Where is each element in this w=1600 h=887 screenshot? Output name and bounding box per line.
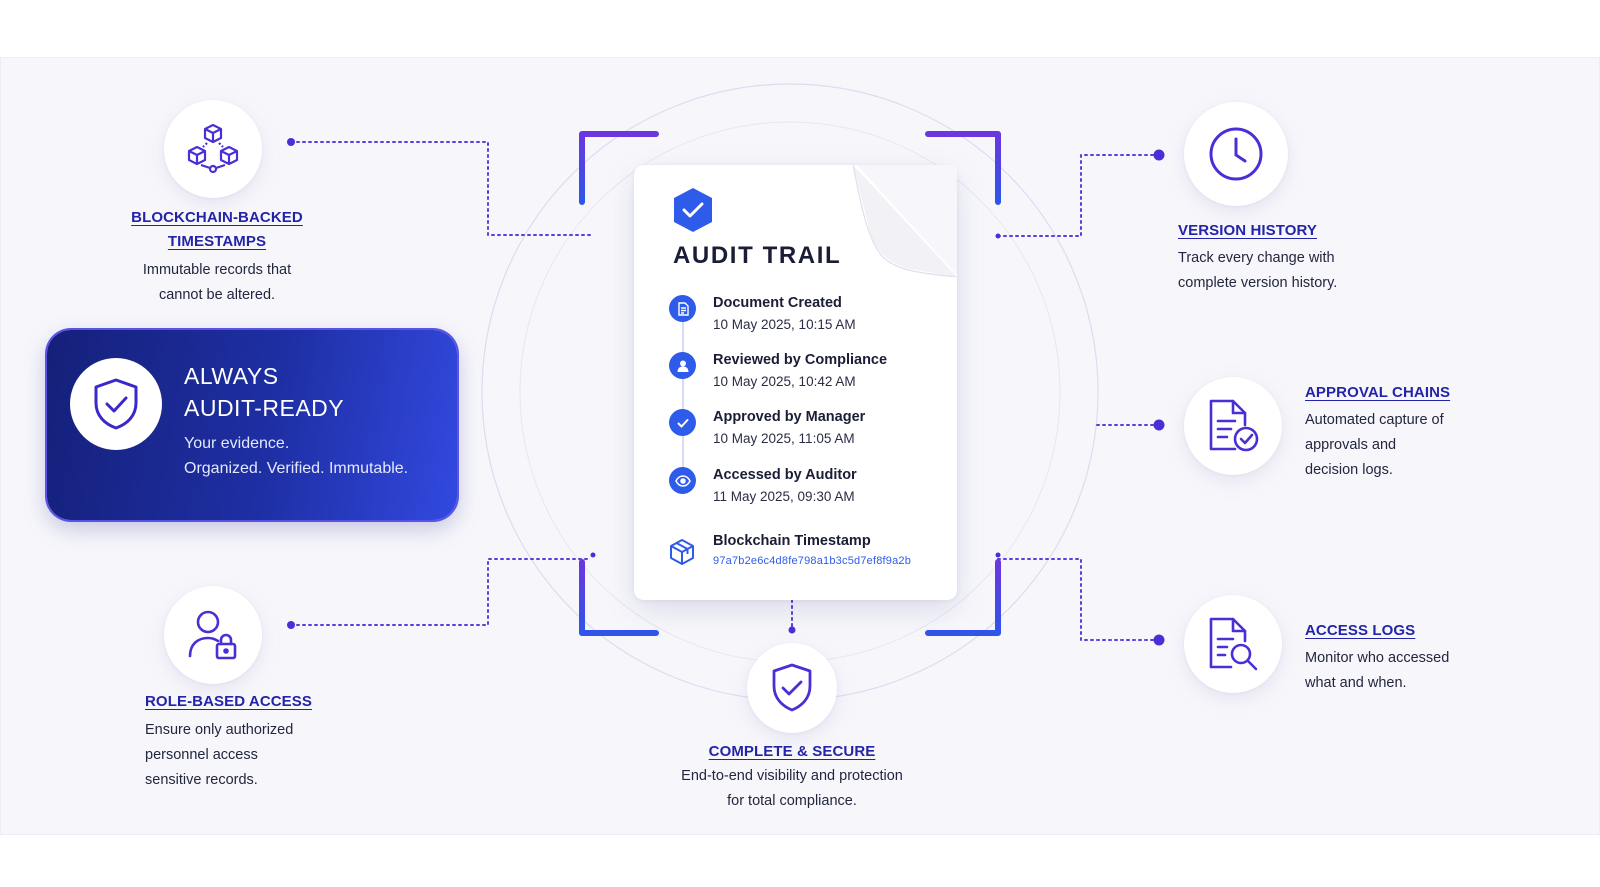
- feature-access: ACCESS LOGS Monitor who accessed what an…: [1305, 619, 1545, 696]
- feature-approval-desc-2: approvals and: [1305, 437, 1397, 453]
- feature-approval-desc-3: decision logs.: [1305, 462, 1393, 478]
- entry-3-date: 10 May 2025, 11:05 AM: [713, 431, 855, 446]
- feature-access-title[interactable]: ACCESS LOGS: [1305, 622, 1416, 639]
- clock-icon: [1209, 127, 1263, 181]
- entry-4-date: 11 May 2025, 09:30 AM: [713, 489, 855, 504]
- feature-role-desc-2: personnel access: [145, 747, 258, 763]
- cube-icon: [670, 539, 694, 565]
- feature-version-title[interactable]: VERSION HISTORY: [1178, 222, 1318, 239]
- shield-check-icon: [772, 663, 812, 712]
- feature-role: ROLE-BASED ACCESS Ensure only authorized…: [145, 690, 365, 793]
- eye-icon: [669, 467, 696, 494]
- blockchain-hash[interactable]: 97a7b2e6c4d8fe798a1b3c5d7ef8f9a2b: [713, 555, 912, 567]
- banner-subtitle-line-1: Your evidence.: [184, 435, 290, 452]
- blockchain-icon-circle: [164, 100, 262, 198]
- banner-title: ALWAYS AUDIT-READY: [184, 360, 344, 424]
- role-icon-circle: [164, 586, 262, 684]
- document-check-icon: [1209, 399, 1259, 452]
- entry-2-title: Reviewed by Compliance: [713, 352, 888, 368]
- access-icon-circle: [1184, 595, 1282, 693]
- feature-version-desc-2: complete version history.: [1178, 275, 1338, 291]
- feature-approval: APPROVAL CHAINS Automated capture of app…: [1305, 381, 1545, 483]
- feature-role-title[interactable]: ROLE-BASED ACCESS: [145, 693, 312, 710]
- user-lock-icon: [188, 610, 237, 660]
- banner-title-line-1: ALWAYS: [184, 363, 279, 389]
- feature-approval-desc-1: Automated capture of: [1305, 412, 1444, 428]
- banner-icon-circle: [70, 358, 162, 450]
- document-icon: [669, 295, 696, 322]
- entry-2-date: 10 May 2025, 10:42 AM: [713, 374, 856, 389]
- feature-access-desc-2: what and when.: [1305, 675, 1407, 691]
- feature-role-desc-3: sensitive records.: [145, 772, 258, 788]
- user-icon: [669, 352, 696, 379]
- check-icon: [669, 409, 696, 436]
- document-search-icon: [1209, 617, 1258, 671]
- banner-subtitle-line-2: Organized. Verified. Immutable.: [184, 460, 409, 477]
- feature-blockchain-title-2[interactable]: TIMESTAMPS: [167, 233, 267, 250]
- blockchain-cubes-icon: [187, 123, 239, 174]
- feature-secure-desc-2: for total compliance.: [727, 793, 857, 809]
- banner-subtitle: Your evidence. Organized. Verified. Immu…: [184, 431, 408, 481]
- page-fold-corner: [853, 165, 957, 277]
- feature-role-desc-1: Ensure only authorized: [145, 722, 294, 738]
- audit-ready-banner: ALWAYS AUDIT-READY Your evidence. Organi…: [47, 330, 457, 520]
- hexagon-check-icon: [674, 188, 712, 232]
- version-icon-circle: [1184, 102, 1288, 206]
- secure-icon-circle: [747, 643, 837, 733]
- feature-version-desc-1: Track every change with: [1178, 250, 1335, 266]
- approval-icon-circle: [1184, 377, 1282, 475]
- feature-blockchain-desc-2: cannot be altered.: [158, 287, 276, 303]
- blockchain-timestamp-title: Blockchain Timestamp: [713, 533, 871, 549]
- feature-secure-desc-1: End-to-end visibility and protection: [681, 768, 903, 784]
- entry-1-title: Document Created: [713, 295, 842, 311]
- entry-3-title: Approved by Manager: [713, 409, 866, 425]
- banner-title-line-2: AUDIT-READY: [184, 395, 345, 421]
- feature-access-desc-1: Monitor who accessed: [1305, 650, 1450, 666]
- feature-version: VERSION HISTORY Track every change with …: [1178, 219, 1418, 296]
- feature-blockchain-title-1[interactable]: BLOCKCHAIN-BACKED: [131, 209, 303, 226]
- feature-secure: COMPLETE & SECURE End-to-end visibility …: [642, 740, 942, 814]
- feature-approval-title[interactable]: APPROVAL CHAINS: [1305, 384, 1451, 401]
- entry-4-title: Accessed by Auditor: [713, 467, 857, 483]
- feature-blockchain: BLOCKCHAIN-BACKED TIMESTAMPS Immutable r…: [117, 206, 317, 308]
- audit-trail-title: AUDIT TRAIL: [673, 242, 842, 269]
- timeline-line: [682, 310, 684, 490]
- feature-blockchain-desc-1: Immutable records that: [142, 262, 292, 278]
- entry-1-date: 10 May 2025, 10:15 AM: [713, 317, 856, 332]
- shield-check-icon: [94, 378, 138, 430]
- feature-secure-title[interactable]: COMPLETE & SECURE: [708, 743, 876, 760]
